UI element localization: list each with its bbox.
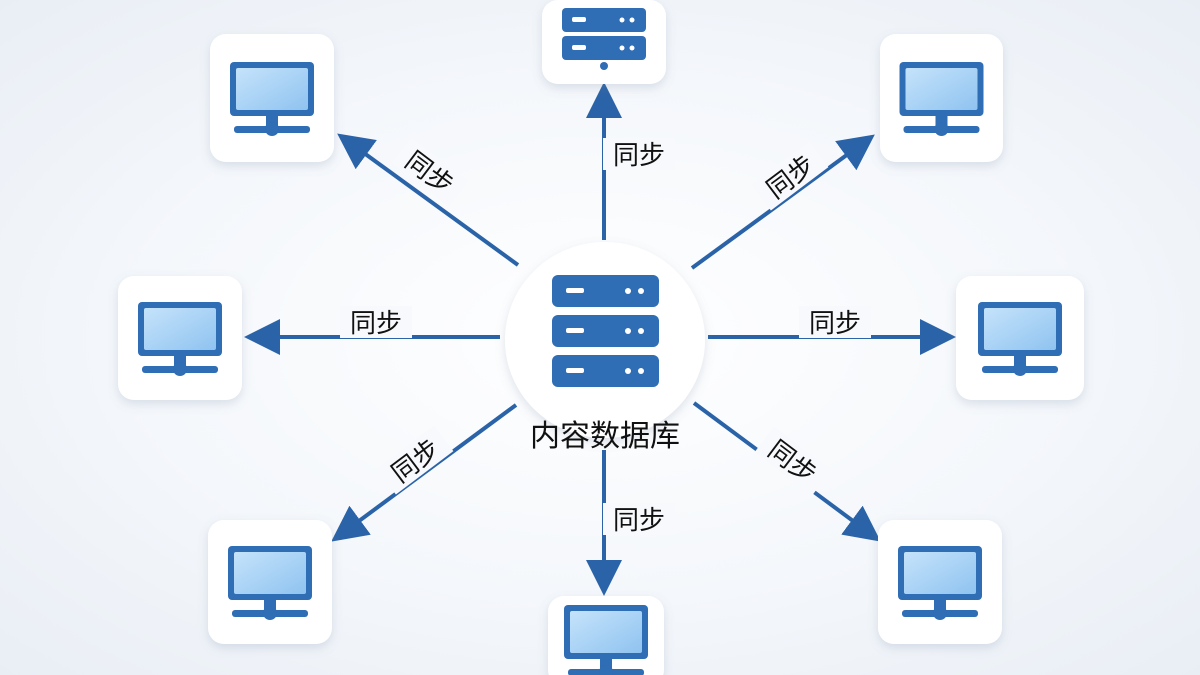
- network-node: [934, 122, 949, 136]
- network-node: [265, 122, 279, 136]
- sync-arrow-top-left: [337, 133, 520, 267]
- sync-label-backdrop: [391, 137, 469, 207]
- server-light: [619, 45, 625, 51]
- sync-label-backdrop: [751, 141, 829, 211]
- network-node: [933, 606, 947, 620]
- computer-icon: [978, 302, 1062, 376]
- central-database-node[interactable]: 内容数据库: [505, 242, 705, 454]
- computer-icon: [228, 546, 312, 620]
- sync-label-left: 同步: [350, 309, 402, 339]
- network-node: [173, 362, 187, 376]
- monitor-screen: [904, 552, 976, 594]
- node-right[interactable]: [956, 276, 1084, 400]
- monitor-screen: [905, 68, 978, 110]
- sync-arrow-top-right: [690, 134, 875, 270]
- computer-icon: [898, 546, 982, 620]
- sync-arrows: 同步同步同步同步同步同步同步同步: [244, 82, 956, 596]
- sync-label-backdrop: [603, 138, 675, 170]
- sync-label-backdrop: [799, 306, 871, 338]
- sync-label-backdrop: [603, 503, 675, 535]
- node-top-left[interactable]: [210, 34, 334, 162]
- node-top[interactable]: [542, 0, 666, 84]
- monitor-screen: [984, 308, 1056, 350]
- monitor-screen: [234, 552, 306, 594]
- server-unit: [562, 8, 646, 32]
- network-node: [263, 606, 277, 620]
- database-label: 内容数据库: [530, 419, 680, 454]
- monitor-screen: [236, 68, 308, 110]
- network-node: [1013, 362, 1027, 376]
- sync-label-backdrop: [340, 306, 412, 338]
- server-foot: [600, 62, 608, 70]
- server-light: [629, 17, 635, 23]
- server-slot: [572, 17, 586, 22]
- computer-icon: [230, 62, 314, 136]
- client-nodes: [118, 0, 1084, 675]
- computer-icon: [564, 605, 648, 675]
- server-unit: [562, 36, 646, 60]
- monitor-screen: [144, 308, 216, 350]
- sync-label-bottom: 同步: [613, 506, 665, 536]
- sync-label-backdrop: [376, 425, 454, 495]
- monitor-screen: [570, 611, 642, 653]
- node-bottom[interactable]: [548, 596, 664, 675]
- sync-label-right: 同步: [809, 309, 861, 339]
- network-node: [599, 665, 613, 675]
- node-top-right[interactable]: [880, 34, 1003, 162]
- server-slot: [572, 45, 586, 50]
- node-left[interactable]: [118, 276, 242, 400]
- database-server-icon: [552, 275, 659, 387]
- node-bottom-left[interactable]: [208, 520, 332, 644]
- server-icon: [562, 8, 646, 70]
- sync-label-backdrop: [754, 426, 832, 496]
- server-light: [619, 17, 625, 23]
- server-light: [629, 45, 635, 51]
- node-bottom-right[interactable]: [878, 520, 1002, 644]
- sync-label-top: 同步: [613, 141, 665, 171]
- computer-icon: [138, 302, 222, 376]
- computer-icon: [899, 62, 984, 136]
